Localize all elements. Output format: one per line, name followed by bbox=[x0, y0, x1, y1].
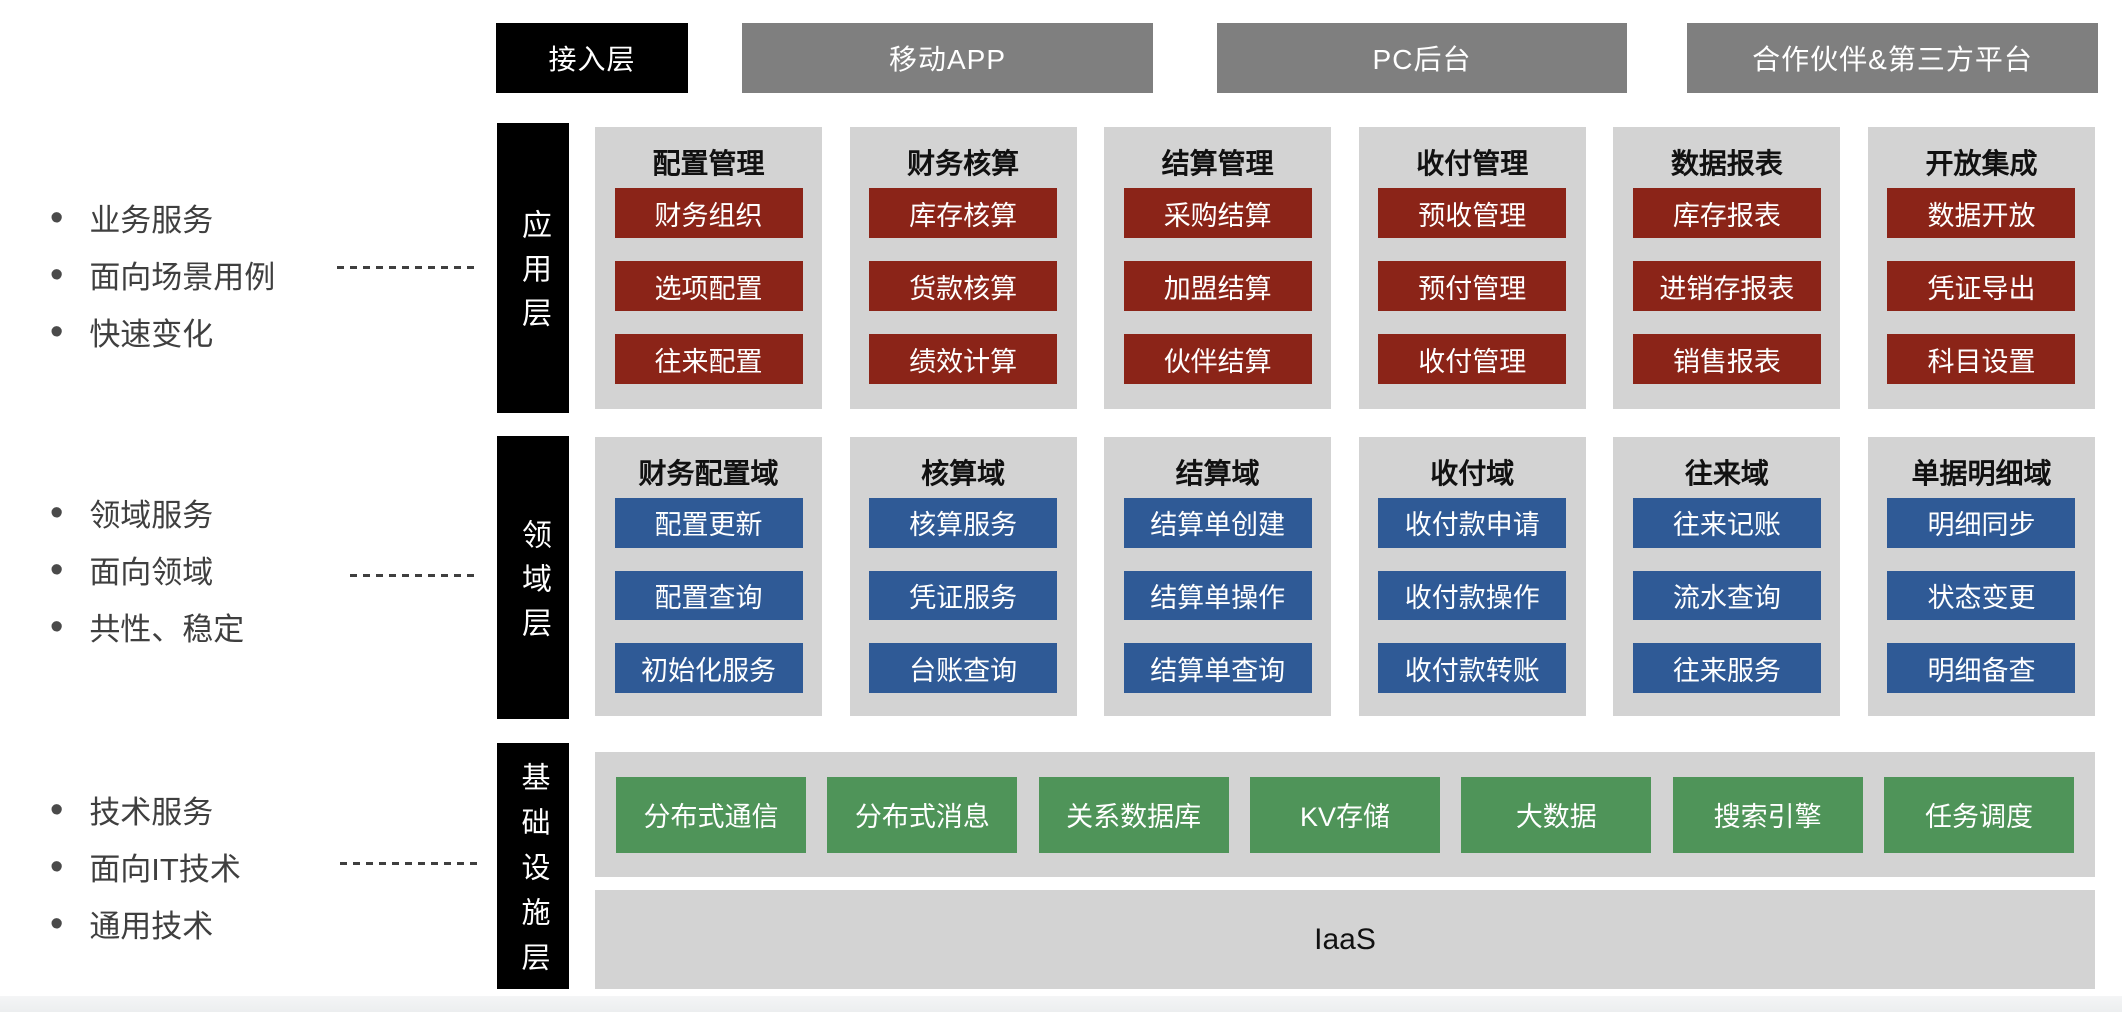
domain-service: 配置更新 bbox=[614, 497, 803, 548]
domain-service: 结算单操作 bbox=[1123, 570, 1312, 621]
module-group-header: 结算管理 bbox=[1161, 148, 1274, 179]
connector-line-infrastructure bbox=[340, 862, 477, 865]
domain-service: 核算服务 bbox=[869, 497, 1058, 548]
module-group-header: 数据报表 bbox=[1670, 148, 1783, 179]
domain-layer-notes: 领域服务 面向领域 共性、稳定 bbox=[50, 484, 244, 655]
domain-service: 初始化服务 bbox=[614, 643, 803, 694]
domain-service: 明细备查 bbox=[1887, 643, 2076, 694]
application-layer-bar: 应用层 bbox=[497, 123, 569, 413]
domain-group-current-accounts: 往来域 往来记账 流水查询 往来服务 bbox=[1613, 437, 1841, 716]
domain-group-document-detail: 单据明细域 明细同步 状态变更 明细备查 bbox=[1867, 437, 2095, 716]
domain-service: 明细同步 bbox=[1887, 497, 2076, 548]
infrastructure-services-row: 分布式通信 分布式消息 关系数据库 KV存储 大数据 搜索引擎 任务调度 bbox=[595, 752, 2095, 877]
infra-service: 关系数据库 bbox=[1038, 776, 1229, 853]
note-item: 领域服务 bbox=[50, 484, 244, 541]
app-module: 伙伴结算 bbox=[1123, 334, 1312, 384]
application-layer-notes: 业务服务 面向场景用例 快速变化 bbox=[50, 189, 275, 360]
access-layer-box: 接入层 bbox=[496, 23, 688, 93]
domain-service: 往来服务 bbox=[1632, 643, 1821, 694]
module-group-data-reports: 数据报表 库存报表 进销存报表 销售报表 bbox=[1613, 127, 1841, 409]
domain-service: 凭证服务 bbox=[869, 570, 1058, 621]
note-item: 面向IT技术 bbox=[50, 838, 241, 895]
domain-service: 配置查询 bbox=[614, 570, 803, 621]
app-module: 采购结算 bbox=[1123, 188, 1312, 238]
app-module: 销售报表 bbox=[1632, 334, 1821, 384]
module-group-config-mgmt: 配置管理 财务组织 选项配置 往来配置 bbox=[595, 127, 822, 409]
infra-service: 大数据 bbox=[1461, 776, 1652, 853]
note-item: 面向场景用例 bbox=[50, 246, 275, 303]
domain-layer-columns: 财务配置域 配置更新 配置查询 初始化服务 核算域 核算服务 凭证服务 台账查询… bbox=[595, 437, 2095, 716]
infrastructure-layer-bar: 基础设施层 bbox=[497, 743, 569, 989]
domain-service: 结算单查询 bbox=[1123, 643, 1312, 694]
iaas-bar: IaaS bbox=[595, 890, 2095, 989]
domain-service: 往来记账 bbox=[1632, 497, 1821, 548]
infra-service: 搜索引擎 bbox=[1672, 776, 1863, 853]
app-module: 预付管理 bbox=[1378, 261, 1567, 311]
domain-group-accounting: 核算域 核算服务 凭证服务 台账查询 bbox=[849, 437, 1077, 716]
domain-group-header: 单据明细域 bbox=[1911, 457, 2052, 489]
app-module: 预收管理 bbox=[1378, 188, 1567, 238]
domain-group-header: 收付域 bbox=[1430, 457, 1515, 489]
module-group-settlement-mgmt: 结算管理 采购结算 加盟结算 伙伴结算 bbox=[1104, 127, 1332, 409]
note-item: 业务服务 bbox=[50, 189, 275, 246]
connector-line-domain bbox=[350, 574, 477, 577]
module-group-payment-mgmt: 收付管理 预收管理 预付管理 收付管理 bbox=[1358, 127, 1586, 409]
note-item: 快速变化 bbox=[50, 303, 275, 360]
infrastructure-layer-label: 基础设施层 bbox=[517, 761, 549, 987]
app-module: 进销存报表 bbox=[1632, 261, 1821, 311]
domain-layer-label: 领域层 bbox=[517, 518, 550, 651]
domain-group-finance-config: 财务配置域 配置更新 配置查询 初始化服务 bbox=[595, 437, 822, 716]
app-module: 绩效计算 bbox=[869, 334, 1058, 384]
domain-group-payment: 收付域 收付款申请 收付款操作 收付款转账 bbox=[1358, 437, 1586, 716]
app-module: 财务组织 bbox=[614, 188, 803, 238]
app-module: 库存报表 bbox=[1632, 188, 1821, 238]
domain-group-header: 结算域 bbox=[1175, 457, 1260, 489]
infrastructure-layer-notes: 技术服务 面向IT技术 通用技术 bbox=[50, 781, 241, 952]
channel-box-pc-backend: PC后台 bbox=[1217, 23, 1627, 93]
note-item: 技术服务 bbox=[50, 781, 241, 838]
domain-service: 流水查询 bbox=[1632, 570, 1821, 621]
domain-service: 状态变更 bbox=[1887, 570, 2076, 621]
app-module: 库存核算 bbox=[869, 188, 1058, 238]
bottom-divider-strip bbox=[0, 996, 2122, 1012]
domain-layer-bar: 领域层 bbox=[497, 436, 569, 719]
domain-service: 收付款申请 bbox=[1378, 497, 1567, 548]
domain-group-header: 核算域 bbox=[921, 457, 1006, 489]
module-group-header: 开放集成 bbox=[1925, 148, 2038, 179]
app-module: 收付管理 bbox=[1378, 334, 1567, 384]
domain-service: 收付款操作 bbox=[1378, 570, 1567, 621]
note-item: 共性、稳定 bbox=[50, 598, 244, 655]
connector-line-application bbox=[337, 266, 477, 269]
channel-box-partners: 合作伙伴&第三方平台 bbox=[1687, 23, 2098, 93]
module-group-header: 财务核算 bbox=[907, 148, 1020, 179]
application-layer-label: 应用层 bbox=[517, 209, 550, 341]
domain-group-header: 往来域 bbox=[1684, 457, 1769, 489]
module-group-header: 收付管理 bbox=[1416, 148, 1529, 179]
domain-service: 收付款转账 bbox=[1378, 643, 1567, 694]
infra-service: 分布式通信 bbox=[616, 776, 806, 853]
module-group-finance-accounting: 财务核算 库存核算 货款核算 绩效计算 bbox=[849, 127, 1077, 409]
note-item: 面向领域 bbox=[50, 541, 244, 598]
domain-group-header: 财务配置域 bbox=[638, 457, 779, 489]
application-layer-columns: 配置管理 财务组织 选项配置 往来配置 财务核算 库存核算 货款核算 绩效计算 … bbox=[595, 127, 2095, 409]
domain-group-settlement: 结算域 结算单创建 结算单操作 结算单查询 bbox=[1104, 437, 1332, 716]
app-module: 货款核算 bbox=[869, 261, 1058, 311]
app-module: 选项配置 bbox=[614, 261, 803, 311]
infra-service: 任务调度 bbox=[1883, 776, 2074, 853]
app-module: 加盟结算 bbox=[1123, 261, 1312, 311]
module-group-open-integration: 开放集成 数据开放 凭证导出 科目设置 bbox=[1867, 127, 2095, 409]
app-module: 往来配置 bbox=[614, 334, 803, 384]
channel-box-mobile-app: 移动APP bbox=[742, 23, 1153, 93]
app-module: 数据开放 bbox=[1887, 188, 2076, 238]
note-item: 通用技术 bbox=[50, 895, 241, 952]
module-group-header: 配置管理 bbox=[652, 148, 765, 179]
app-module: 科目设置 bbox=[1887, 334, 2076, 384]
domain-service: 结算单创建 bbox=[1123, 497, 1312, 548]
infra-service: 分布式消息 bbox=[827, 776, 1018, 853]
domain-service: 台账查询 bbox=[869, 643, 1058, 694]
app-module: 凭证导出 bbox=[1887, 261, 2076, 311]
infra-service: KV存储 bbox=[1249, 776, 1440, 853]
